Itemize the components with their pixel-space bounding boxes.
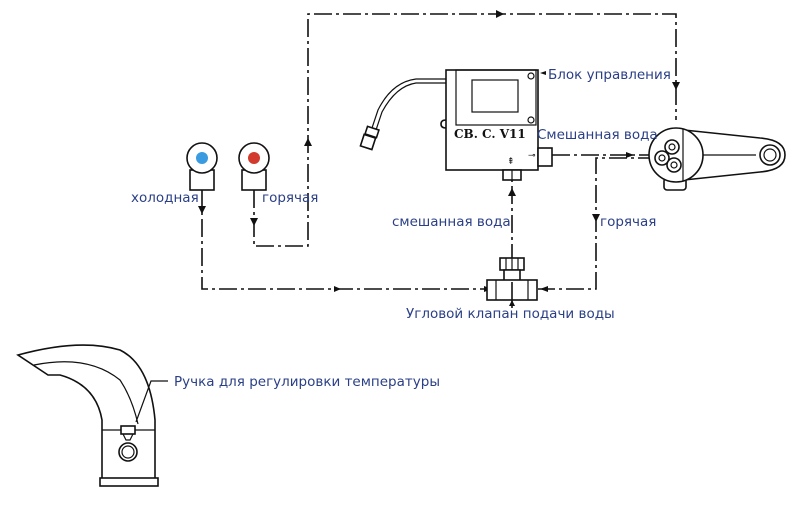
label-control-unit: Блок управления — [548, 67, 671, 83]
label-mixed-water: смешанная вода — [392, 214, 511, 230]
label-cold: холодная — [131, 190, 199, 206]
device-model-label: CB. C. V11 — [454, 127, 526, 141]
arrow-hot-down — [250, 218, 258, 226]
connector-plug-icon — [359, 125, 380, 151]
arrow-mixed-out — [626, 152, 634, 158]
diagram-labels: Блок управления Смешанная вода холодная … — [131, 67, 671, 390]
pipe-top-loop — [253, 13, 677, 247]
arrow-hot-right-down — [592, 214, 600, 222]
hot-indicator-icon — [248, 152, 260, 164]
arrow-control-unit-pointer — [540, 71, 546, 75]
faucet-ports-icon — [654, 139, 682, 173]
label-hot-left: горячая — [262, 190, 318, 206]
arrow-top-right — [496, 10, 504, 18]
faucet-side-view — [16, 344, 168, 487]
cold-water-tap — [186, 142, 218, 191]
label-hot-right: горячая — [600, 214, 656, 230]
label-mixed-water-out: Смешанная вода — [537, 127, 658, 143]
outlet-symbol-icon: ⊸ — [528, 151, 536, 161]
arrow-cold-down — [198, 206, 206, 214]
pipe-network — [201, 13, 677, 308]
flow-arrows — [198, 10, 680, 306]
faucet-top-view — [648, 127, 786, 191]
arrow-up-loop — [304, 138, 312, 146]
arrow-valve-inlet — [509, 300, 515, 306]
hot-water-tap — [238, 142, 270, 191]
arrow-mixed-up — [508, 188, 516, 196]
arrow-into-valve-right — [540, 286, 548, 292]
inlet-symbol-icon: ⇞ — [507, 157, 515, 167]
cold-indicator-icon — [196, 152, 208, 164]
label-angle-valve: Угловой клапан подачи воды — [406, 306, 615, 322]
control-unit: CB. C. V11 ⇞ ⊸ — [359, 69, 553, 181]
label-temp-handle: Ручка для регулировки температуры — [174, 374, 440, 390]
angle-valve — [486, 257, 538, 301]
arrow-cold-right — [334, 286, 341, 292]
pipe-cold-line — [201, 190, 494, 290]
arrow-faucet-down — [672, 82, 680, 90]
